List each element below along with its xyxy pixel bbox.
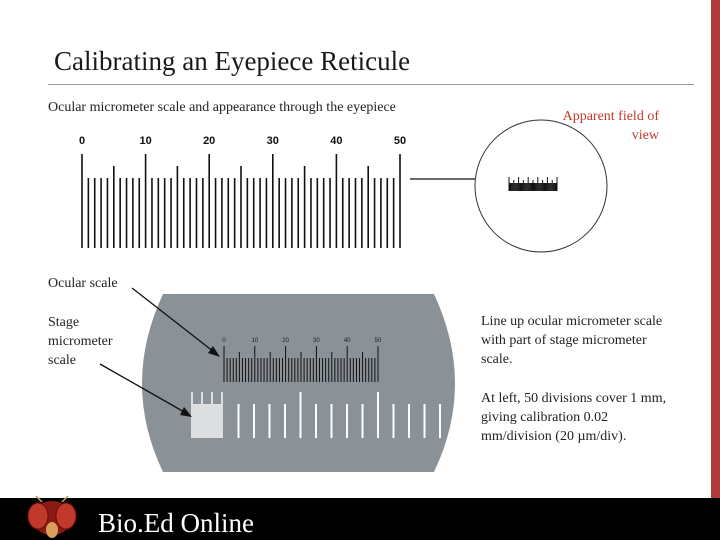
ocular-scale-number: 50	[394, 135, 406, 147]
brand-name: Bio.Ed Online	[98, 508, 254, 538]
ocular-scale-number: 40	[330, 135, 342, 147]
ocular-scale-numbers: 0 10 20 30 40 50	[79, 135, 406, 147]
ocular-scale-ticks	[81, 154, 401, 248]
ocular-scale-number: 0	[79, 135, 85, 147]
ocular-arrow	[131, 287, 215, 353]
title-divider	[48, 84, 694, 85]
stage-label-line-1: Stage	[48, 315, 80, 330]
accent-bar	[711, 0, 720, 498]
eyepiece-field	[142, 294, 455, 472]
lineup-note: Line up ocular micrometer scale with par…	[481, 314, 663, 367]
ocular-scale-number: 20	[203, 135, 215, 147]
view-scale-number: 40	[344, 338, 351, 344]
ocular-scale-label: Ocular scale	[48, 276, 118, 291]
view-scale-number: 20	[282, 338, 289, 344]
mini-scale-ticks	[508, 177, 558, 191]
stage-label-line-2: micrometer	[48, 334, 113, 349]
stage-arrow	[99, 363, 187, 414]
ocular-arrowhead	[208, 346, 220, 357]
view-ocular-ticks	[223, 346, 379, 382]
stage-label-line-3: scale	[48, 353, 76, 368]
stage-arrowhead	[180, 407, 192, 417]
view-scale-number: 50	[375, 338, 382, 344]
stage-scale-label: Stage micrometer scale	[48, 313, 113, 370]
slide-title: Calibrating an Eyepiece Reticule	[54, 46, 411, 76]
stage-micrometer-ticks	[191, 392, 455, 438]
ocular-scale-number: 10	[139, 135, 151, 147]
view-scale-numbers: 0 10 20 30 40 50	[222, 338, 382, 344]
footer-bar	[0, 498, 720, 540]
view-scale-number: 10	[251, 338, 258, 344]
calibration-note: At left, 50 divisions cover 1 mm, giving…	[481, 391, 667, 444]
ocular-scale-number: 30	[267, 135, 279, 147]
apparent-field-label: Apparent field of view	[562, 109, 659, 143]
view-scale-number: 30	[313, 338, 320, 344]
micrometer-caption: Ocular micrometer scale and appearance t…	[48, 100, 396, 115]
view-scale-number: 0	[222, 338, 226, 344]
